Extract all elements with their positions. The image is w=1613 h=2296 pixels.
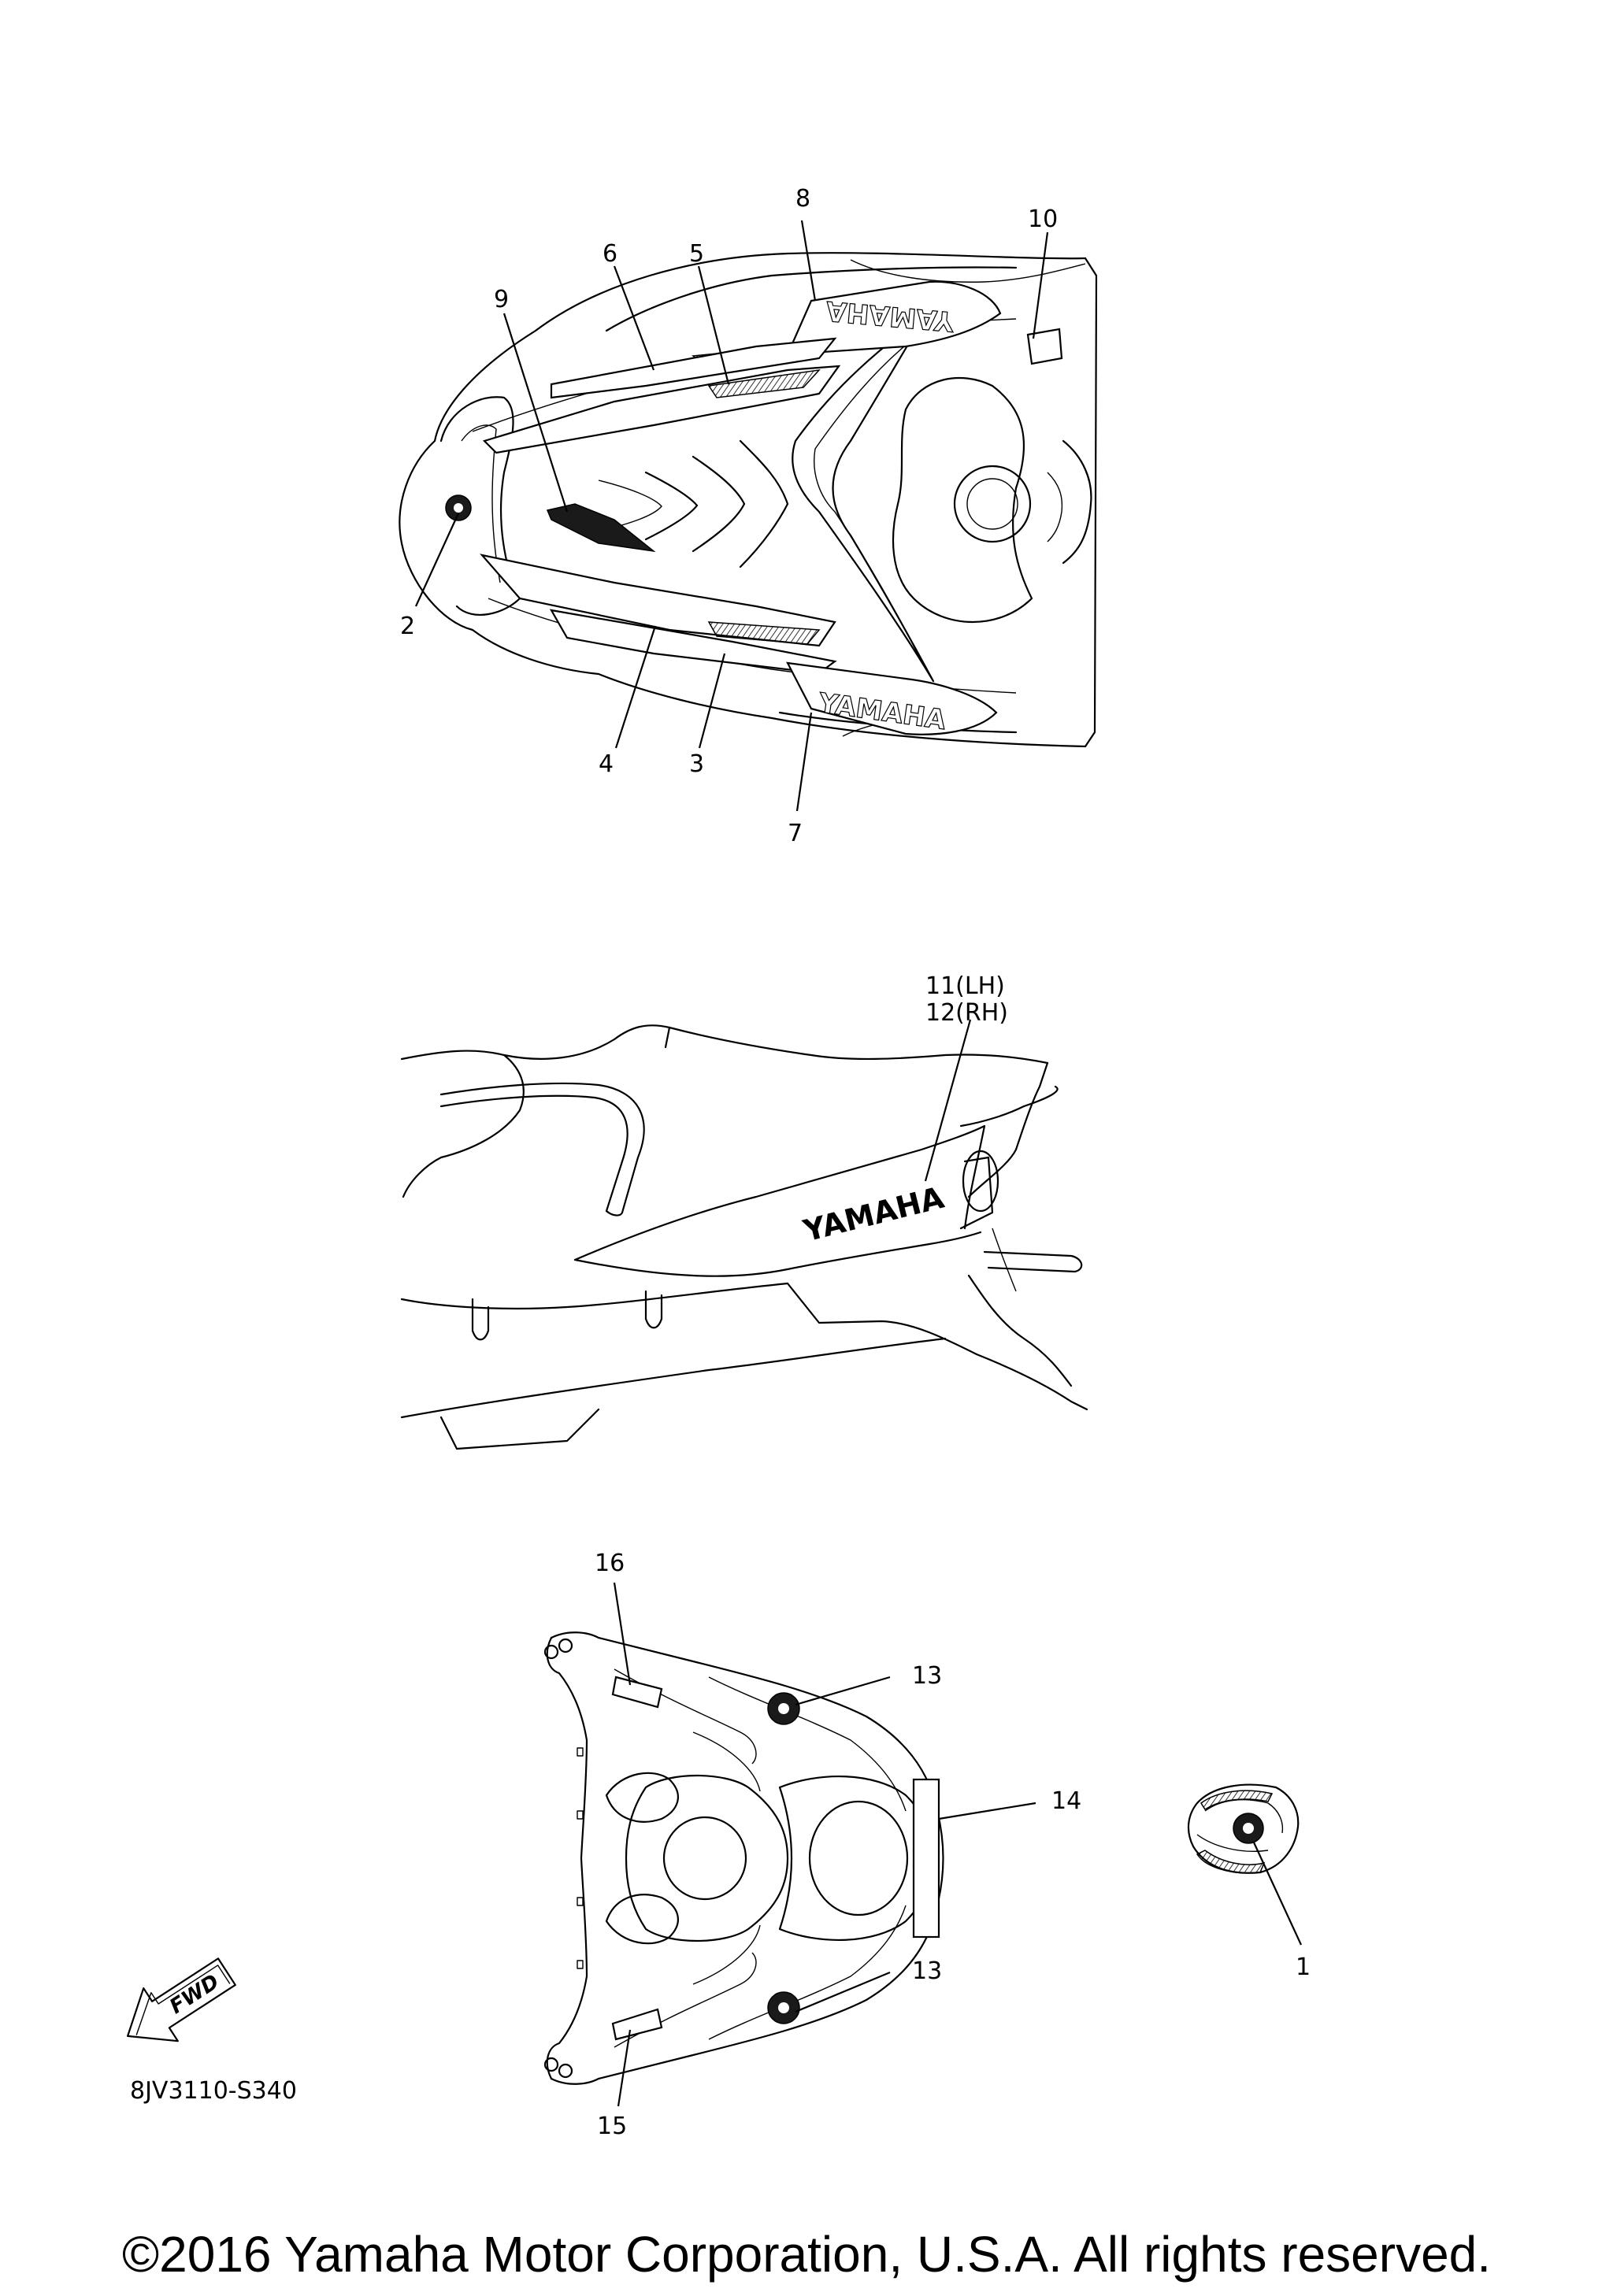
bottom-view-leaders <box>613 1582 1036 2107</box>
callout-11: 11(LH) <box>925 972 1005 1000</box>
bottom-view-deck <box>543 1631 944 2085</box>
callout-12: 12(RH) <box>925 999 1008 1027</box>
callout-9: 9 <box>494 286 509 313</box>
copyright-notice: ©2016 Yamaha Motor Corporation, U.S.A. A… <box>121 2226 1492 2283</box>
callout-13-lower: 13 <box>912 1957 942 1985</box>
callout-1: 1 <box>1296 1953 1311 1981</box>
callout-15: 15 <box>597 2113 627 2140</box>
fwd-arrow-icon: FWD <box>126 1957 236 2042</box>
callout-6: 6 <box>603 240 617 268</box>
side-view-hull: YAMAHA <box>400 1024 1088 1450</box>
leader-11-12 <box>924 1019 972 1182</box>
leader-1 <box>1253 1842 1302 1946</box>
small-part-emblem <box>1187 1783 1300 1874</box>
callout-14: 14 <box>1051 1787 1081 1815</box>
callout-7: 7 <box>788 820 803 847</box>
callout-16: 16 <box>595 1550 625 1577</box>
drawing-code: 8JV3110-S340 <box>130 2077 297 2105</box>
callout-4: 4 <box>599 750 614 778</box>
decal-yamaha-side: YAMAHA <box>799 1180 948 1249</box>
top-view-leaders <box>414 220 1049 812</box>
callout-10: 10 <box>1028 206 1058 233</box>
callout-8: 8 <box>795 185 810 213</box>
callout-13-upper: 13 <box>912 1662 942 1690</box>
top-view-hull: YAMAHA YAMAHA <box>399 252 1098 748</box>
callout-5: 5 <box>689 240 704 268</box>
callout-2: 2 <box>400 613 415 640</box>
callout-3: 3 <box>689 750 704 778</box>
